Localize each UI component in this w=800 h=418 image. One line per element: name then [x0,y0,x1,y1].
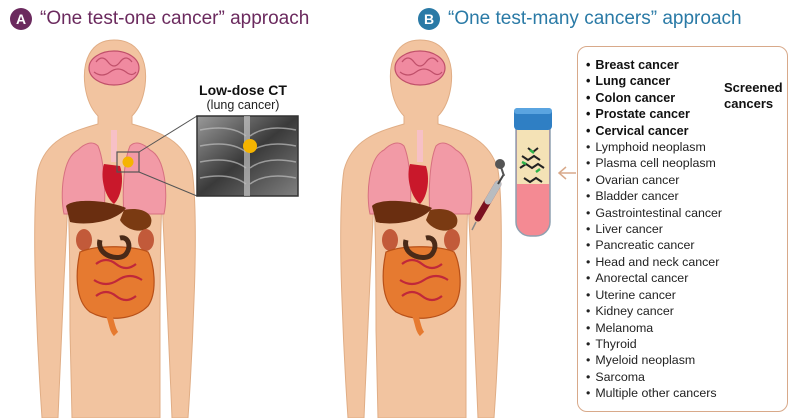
list-item: Thyroid [586,336,722,352]
ct-scan-image [196,115,299,197]
list-item: Anorectal cancer [586,270,722,286]
kidney-a-left [76,229,92,251]
list-item: Uterine cancer [586,287,722,303]
list-item: Head and neck cancer [586,254,722,270]
stomach-a [120,208,152,231]
panel-b-title: B “One test-many cancers” approach [418,8,742,30]
intestines-a [76,235,155,337]
stomach-b [426,208,458,231]
kidney-a-right [138,229,154,251]
list-item: Ovarian cancer [586,172,722,188]
list-item: Pancreatic cancer [586,237,722,253]
body-a [34,39,299,418]
heart-b [408,164,428,204]
list-item: Sarcoma [586,369,722,385]
list-item: Prostate cancer [586,106,722,122]
panel-b-title-text: “One test-many cancers” approach [448,8,742,29]
liver-b [372,200,432,224]
list-item: Colon cancer [586,90,722,106]
heart-a [102,164,122,204]
intestines-b [382,235,461,337]
lungs-b [367,130,473,215]
list-item: Gastrointestinal cancer [586,205,722,221]
list-item: Liver cancer [586,221,722,237]
panel-a-title: A “One test-one cancer” approach [10,8,309,30]
blood-tube-icon [514,108,552,237]
cancer-list: Breast cancer Lung cancer Colon cancer P… [586,57,722,402]
ct-title: Low-dose CT [199,82,287,98]
list-item: Lung cancer [586,73,722,89]
kidney-b-left [382,229,398,251]
list-item: Kidney cancer [586,303,722,319]
list-item: Plasma cell neoplasm [586,155,722,171]
zoom-line-bottom [138,171,198,197]
panel-a-badge: A [10,8,32,30]
list-item: Myeloid neoplasm [586,352,722,368]
list-item: Cervical cancer [586,123,722,139]
panel-a-title-text: “One test-one cancer” approach [40,8,310,29]
body-b [340,39,502,418]
body-a-silhouette [34,39,196,418]
lung-nodule-marker [122,156,134,168]
list-item: Bladder cancer [586,188,722,204]
list-item: Lymphoid neoplasm [586,139,722,155]
list-item: Breast cancer [586,57,722,73]
screened-cancers-label: Screened cancers [724,80,783,111]
lung-nodule-highlight [116,151,140,173]
panel-b-badge: B [418,8,440,30]
kidney-b-right [444,229,460,251]
lungs-a [61,130,167,215]
arrow-icon [557,166,576,180]
brain-icon [88,50,140,86]
zoom-line-top [138,115,198,153]
pushpin-icon [495,159,505,177]
list-item: Multiple other cancers [586,385,722,401]
ct-tumor-marker [243,139,257,153]
list-item: Melanoma [586,320,722,336]
body-b-silhouette [340,39,502,418]
liver-a [66,200,126,224]
ct-subtitle: (lung cancer) [206,98,280,112]
brain-icon [394,50,446,86]
ct-label: Low-dose CT (lung cancer) [168,82,318,112]
